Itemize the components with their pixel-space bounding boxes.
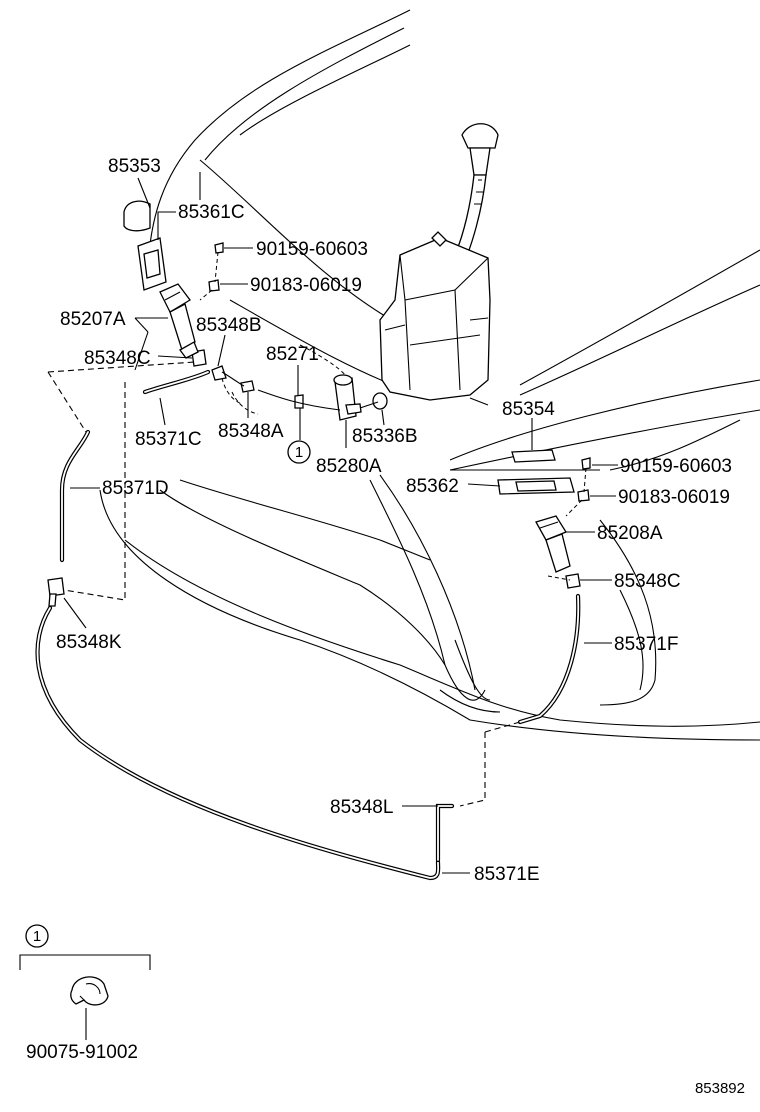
part-labels: 85353 85361C 90159-60603 90183-06019 852… [56, 156, 732, 885]
label-85354: 85354 [502, 399, 555, 420]
label-90183-06019-right: 90183-06019 [618, 487, 730, 508]
label-90075-91002: 90075-91002 [26, 1042, 138, 1063]
label-85348b: 85348B [196, 315, 262, 336]
covers [123, 200, 575, 495]
leader-lines [63, 172, 618, 874]
label-85348a: 85348A [218, 421, 284, 442]
label-85348l: 85348L [330, 797, 393, 818]
body-outline [99, 9, 760, 741]
label-85208a: 85208A [597, 523, 663, 544]
drawing-code: 853892 [695, 1080, 745, 1097]
dashed-lines [47, 251, 587, 807]
inset-callout-1: 1 90075-91002 [19, 924, 151, 1063]
clamp-icon [70, 976, 109, 1006]
nozzle-right-85208a [535, 515, 571, 573]
fittings [47, 242, 591, 607]
label-90183-06019-left: 90183-06019 [250, 275, 362, 296]
label-85371d: 85371D [102, 478, 169, 499]
nozzle-left-85207a [159, 283, 199, 359]
label-85371e: 85371E [474, 864, 540, 885]
label-85348c-right: 85348C [614, 571, 681, 592]
label-85207a: 85207A [60, 309, 126, 330]
callout-marker-main: 1 [287, 440, 311, 464]
label-85362: 85362 [406, 476, 459, 497]
washer-pump [333, 374, 362, 421]
washer-tank [379, 123, 499, 401]
label-85271: 85271 [266, 344, 319, 365]
label-85371c: 85371C [135, 429, 202, 450]
label-85361c: 85361C [178, 202, 245, 223]
label-90159-60603-right: 90159-60603 [620, 456, 732, 477]
inset-marker-number: 1 [33, 928, 41, 945]
hoses [35, 369, 581, 881]
label-90159-60603-left: 90159-60603 [256, 239, 368, 260]
callout-number: 1 [295, 444, 303, 461]
label-85353: 85353 [108, 156, 161, 177]
label-85348c-left: 85348C [84, 348, 151, 369]
label-85348k: 85348K [56, 632, 122, 653]
label-85336b: 85336B [352, 426, 418, 447]
label-85371f: 85371F [614, 634, 678, 655]
label-85280a: 85280A [316, 456, 382, 477]
